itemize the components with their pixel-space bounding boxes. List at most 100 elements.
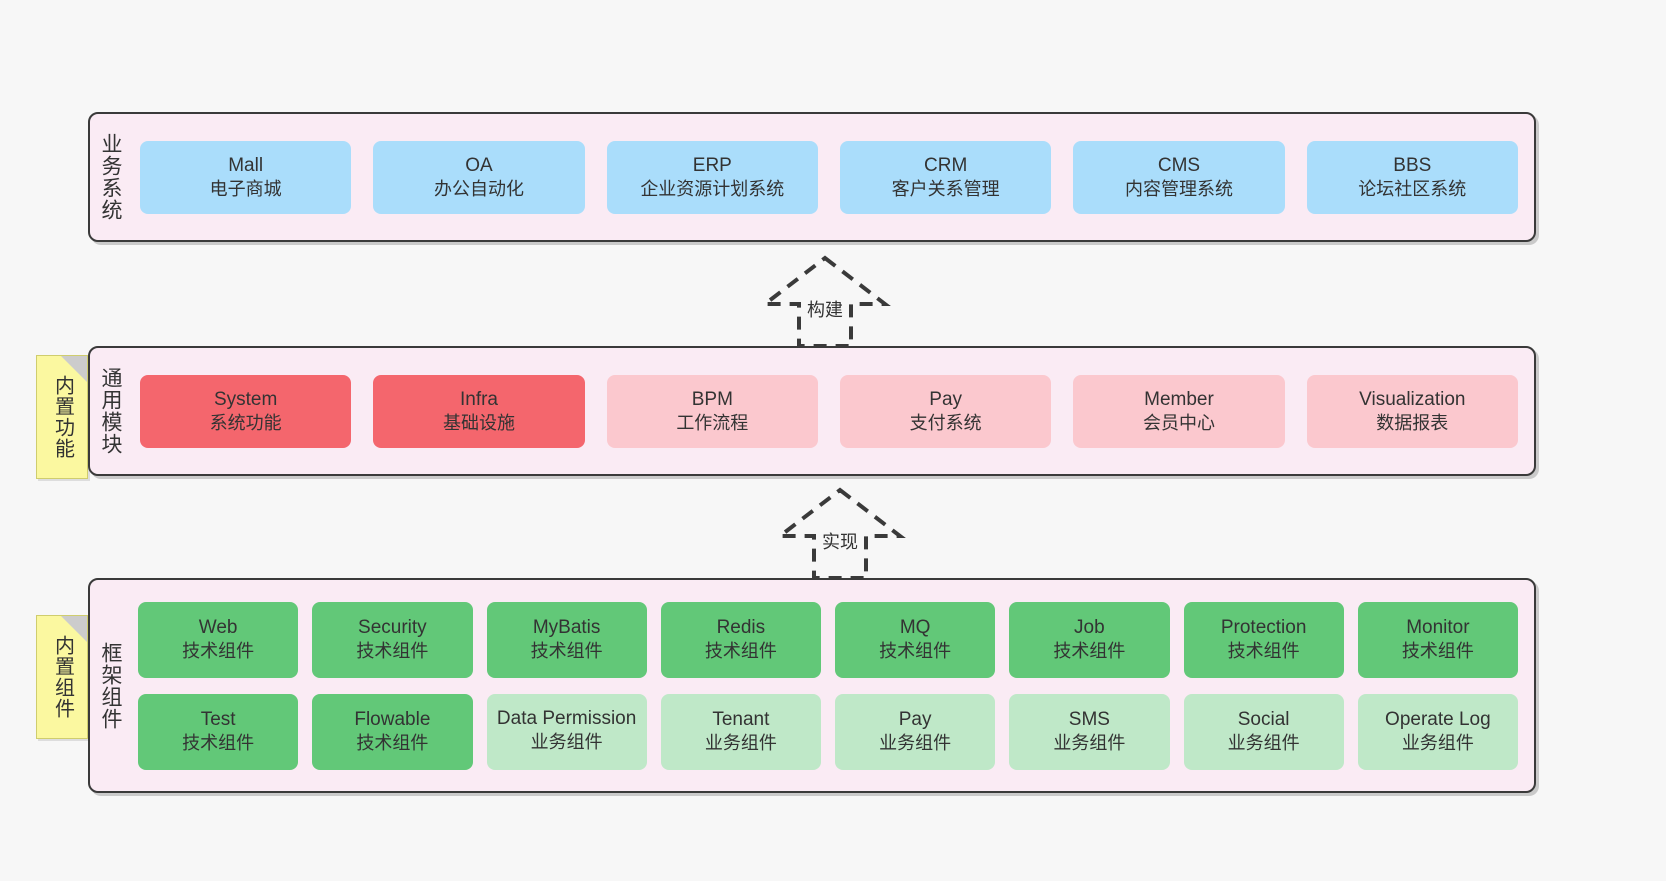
card-title: CMS [1157,154,1201,176]
card-title: Pay [898,709,932,731]
card-row: System 系统功能 Infra 基础设施 BPM 工作流程 Pay 支付系统… [140,374,1518,448]
note-label: 内置组件 [51,635,74,719]
card-subtitle: 内容管理系统 [1124,178,1233,199]
layer-body-business: Mall 电子商城 OA 办公自动化 ERP 企业资源计划系统 CRM 客户关系… [130,114,1534,240]
card-title: Operate Log [1385,709,1491,731]
layer-title-modules: 通用模块 [99,367,123,455]
card-tenant[interactable]: Tenant 业务组件 [660,693,821,770]
card-title: Mall [228,154,264,176]
card-title: Data Permission [496,708,637,730]
card-subtitle: 基础设施 [442,412,515,433]
note-builtin-components: 内置组件 [36,615,88,739]
card-subtitle: 业务组件 [879,733,952,754]
card-title: CRM [924,154,968,176]
card-infra[interactable]: Infra 基础设施 [373,374,585,448]
card-subtitle: 支付系统 [909,412,982,433]
card-sms[interactable]: SMS 业务组件 [1009,693,1170,770]
card-subtitle: 技术组件 [530,641,603,662]
card-flowable[interactable]: Flowable 技术组件 [312,693,473,770]
card-title: Test [200,709,236,731]
card-title: Visualization [1359,388,1466,410]
layer-body-modules: System 系统功能 Infra 基础设施 BPM 工作流程 Pay 支付系统… [130,348,1534,474]
note-fold-icon [61,616,87,642]
card-pay[interactable]: Pay 支付系统 [839,374,1052,448]
connector-implement: 实现 [760,484,920,582]
card-title: Infra [459,388,498,410]
card-subtitle: 会员中心 [1142,412,1215,433]
card-system[interactable]: System 系统功能 [140,374,352,448]
card-title: SMS [1068,709,1110,731]
card-mybatis[interactable]: MyBatis 技术组件 [486,601,647,678]
card-subtitle: 技术组件 [704,641,777,662]
card-title: Security [358,617,427,639]
card-subtitle: 技术组件 [1401,641,1474,662]
card-subtitle: 技术组件 [356,641,429,662]
card-protection[interactable]: Protection 技术组件 [1183,601,1344,678]
card-data-permission[interactable]: Data Permission 业务组件 [486,693,647,770]
note-builtin-features: 内置功能 [36,355,88,479]
card-redis[interactable]: Redis 技术组件 [660,601,821,678]
card-title: Protection [1220,617,1307,639]
card-title: Tenant [712,709,770,731]
card-test[interactable]: Test 技术组件 [138,693,299,770]
card-subtitle: 业务组件 [1053,733,1126,754]
card-member[interactable]: Member 会员中心 [1073,374,1285,448]
card-mq[interactable]: MQ 技术组件 [835,601,996,678]
layer-title-framework: 框架组件 [99,641,123,730]
card-visualization[interactable]: Visualization 数据报表 [1306,374,1518,448]
card-title: Monitor [1406,617,1470,639]
card-title: OA [465,154,493,176]
card-title: BPM [691,388,733,410]
card-title: System [213,388,278,410]
card-pay-component[interactable]: Pay 业务组件 [835,693,996,770]
card-subtitle: 技术组件 [1227,641,1300,662]
card-web[interactable]: Web 技术组件 [138,601,299,678]
card-mall[interactable]: Mall 电子商城 [140,140,352,214]
generalization-arrow-icon [759,255,891,348]
card-subtitle: 业务组件 [704,733,777,754]
card-title: ERP [692,154,732,176]
card-title: Flowable [354,709,431,731]
card-row: Web 技术组件 Security 技术组件 MyBatis 技术组件 Redi… [138,601,1518,678]
card-subtitle: 系统功能 [209,412,282,433]
card-subtitle: 业务组件 [1227,733,1300,754]
card-title: MyBatis [532,617,601,639]
card-subtitle: 技术组件 [879,641,952,662]
card-title: Job [1074,617,1105,639]
card-job[interactable]: Job 技术组件 [1009,601,1170,678]
card-subtitle: 技术组件 [182,641,255,662]
card-subtitle: 业务组件 [530,731,603,752]
card-bpm[interactable]: BPM 工作流程 [606,374,818,448]
card-subtitle: 工作流程 [676,412,749,433]
card-monitor[interactable]: Monitor 技术组件 [1357,601,1518,678]
card-subtitle: 数据报表 [1376,412,1449,433]
card-social[interactable]: Social 业务组件 [1183,693,1344,770]
card-subtitle: 企业资源计划系统 [640,178,785,199]
layer-body-framework: Web 技术组件 Security 技术组件 MyBatis 技术组件 Redi… [130,580,1534,791]
card-subtitle: 技术组件 [182,733,255,754]
card-row: Mall 电子商城 OA 办公自动化 ERP 企业资源计划系统 CRM 客户关系… [140,140,1518,214]
card-subtitle: 办公自动化 [433,178,524,199]
layer-business-system: 业务系统 Mall 电子商城 OA 办公自动化 ERP 企业资源计划系统 CRM… [88,112,1536,242]
card-operate-log[interactable]: Operate Log 业务组件 [1357,693,1518,770]
card-crm[interactable]: CRM 客户关系管理 [839,140,1052,214]
card-cms[interactable]: CMS 内容管理系统 [1073,140,1285,214]
note-fold-icon [61,356,87,382]
card-subtitle: 技术组件 [356,733,429,754]
card-subtitle: 论坛社区系统 [1358,178,1467,199]
connector-build: 构建 [745,252,905,350]
card-title: Social [1237,709,1290,731]
card-title: MQ [899,617,931,639]
card-bbs[interactable]: BBS 论坛社区系统 [1306,140,1518,214]
card-subtitle: 电子商城 [209,178,282,199]
card-title: BBS [1393,154,1432,176]
card-subtitle: 客户关系管理 [891,178,1000,199]
card-title: Pay [929,388,963,410]
generalization-arrow-icon [774,487,906,580]
card-oa[interactable]: OA 办公自动化 [373,140,585,214]
layer-common-modules: 通用模块 System 系统功能 Infra 基础设施 BPM 工作流程 Pay… [88,346,1536,476]
note-label: 内置功能 [51,375,74,459]
card-erp[interactable]: ERP 企业资源计划系统 [606,140,818,214]
card-security[interactable]: Security 技术组件 [312,601,473,678]
